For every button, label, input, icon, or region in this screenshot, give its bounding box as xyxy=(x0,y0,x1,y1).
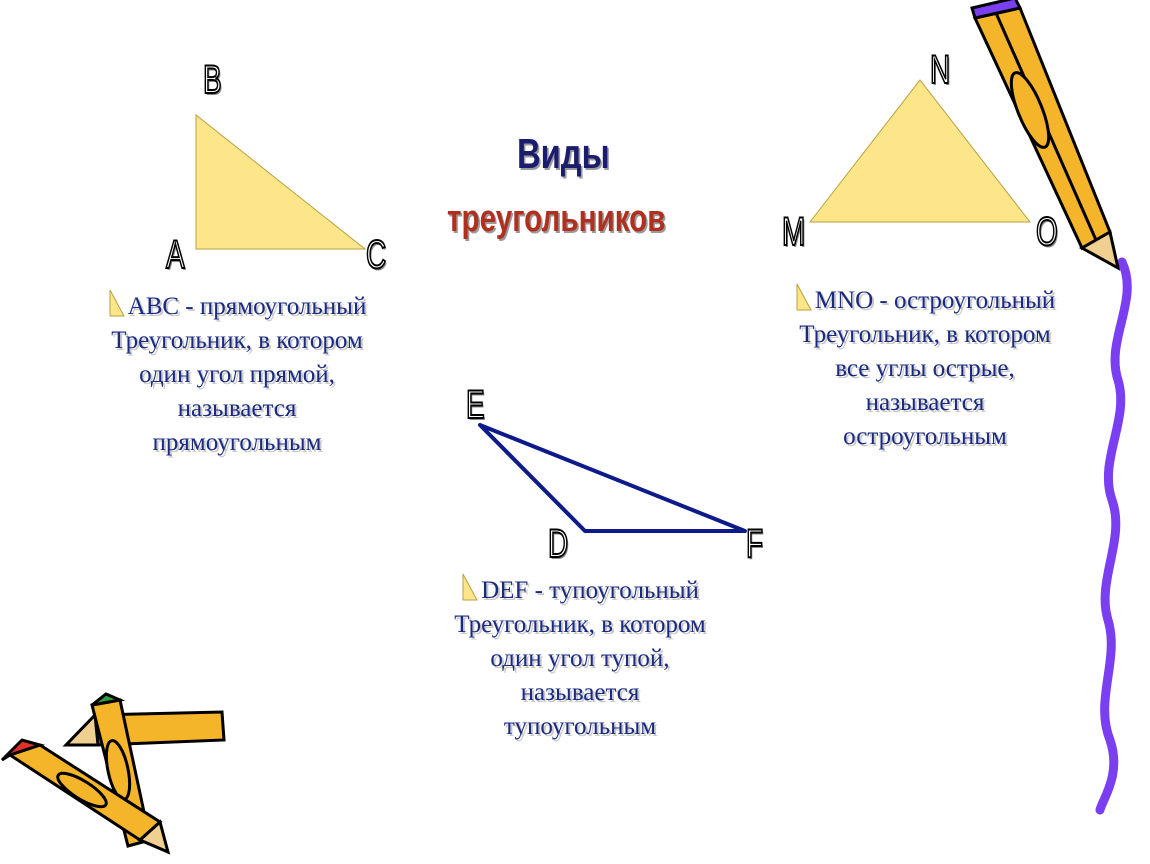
vertex-label-n: N xyxy=(929,48,951,92)
decorative-ribbon xyxy=(1095,257,1132,815)
description-mno-line-2: Треугольник, в котором xyxy=(799,321,1051,348)
vertex-label-a: A xyxy=(165,233,185,277)
triangle-abc xyxy=(195,113,367,250)
description-def-line-3: один угол тупой, xyxy=(490,645,670,672)
pencil-top-right-icon xyxy=(970,0,1121,271)
triangle-symbol-icon xyxy=(796,283,812,311)
description-def-line-4: называется xyxy=(520,679,640,706)
title-line-1: Виды xyxy=(517,130,610,177)
vertex-label-d: D xyxy=(547,522,569,566)
description-def-line-2: Треугольник, в котором xyxy=(454,611,706,638)
description-mno: MNO - остроугольный Треугольник, в котор… xyxy=(760,282,1090,454)
description-abc-line-4: называется xyxy=(177,395,297,422)
description-abc-line-1: ABC - прямоугольный xyxy=(72,288,402,324)
description-mno-line-1: MNO - остроугольный xyxy=(760,282,1090,318)
description-abc-line-3: один угол прямой, xyxy=(139,361,335,388)
vertex-label-o: O xyxy=(1035,210,1058,254)
description-mno-line-3: все углы острые, xyxy=(835,355,1015,382)
pencils-bottom-left-icon xyxy=(0,692,226,855)
description-abc-line-2: Треугольник, в котором xyxy=(111,327,363,354)
triangle-mno xyxy=(808,79,1032,223)
description-abc: ABC - прямоугольный Треугольник, в котор… xyxy=(72,288,402,460)
vertex-label-m: M xyxy=(781,210,806,254)
vertex-label-b: B xyxy=(202,58,222,102)
triangle-def xyxy=(478,423,747,533)
description-def-line-5: тупоугольным xyxy=(503,713,657,740)
vertex-label-f: F xyxy=(745,522,764,566)
triangle-symbol-icon xyxy=(462,573,478,601)
description-def-line-1: DEF - тупоугольный xyxy=(415,572,745,608)
vertex-label-e: E xyxy=(465,383,485,427)
description-mno-line-5: остроугольным xyxy=(843,423,1007,450)
description-abc-line-5: прямоугольным xyxy=(152,429,322,456)
vertex-label-c: C xyxy=(365,233,387,277)
triangle-symbol-icon xyxy=(109,289,125,317)
description-def: DEF - тупоугольный Треугольник, в которо… xyxy=(415,572,745,744)
description-mno-line-4: называется xyxy=(865,389,985,416)
title-line-2: треугольников xyxy=(447,198,666,240)
